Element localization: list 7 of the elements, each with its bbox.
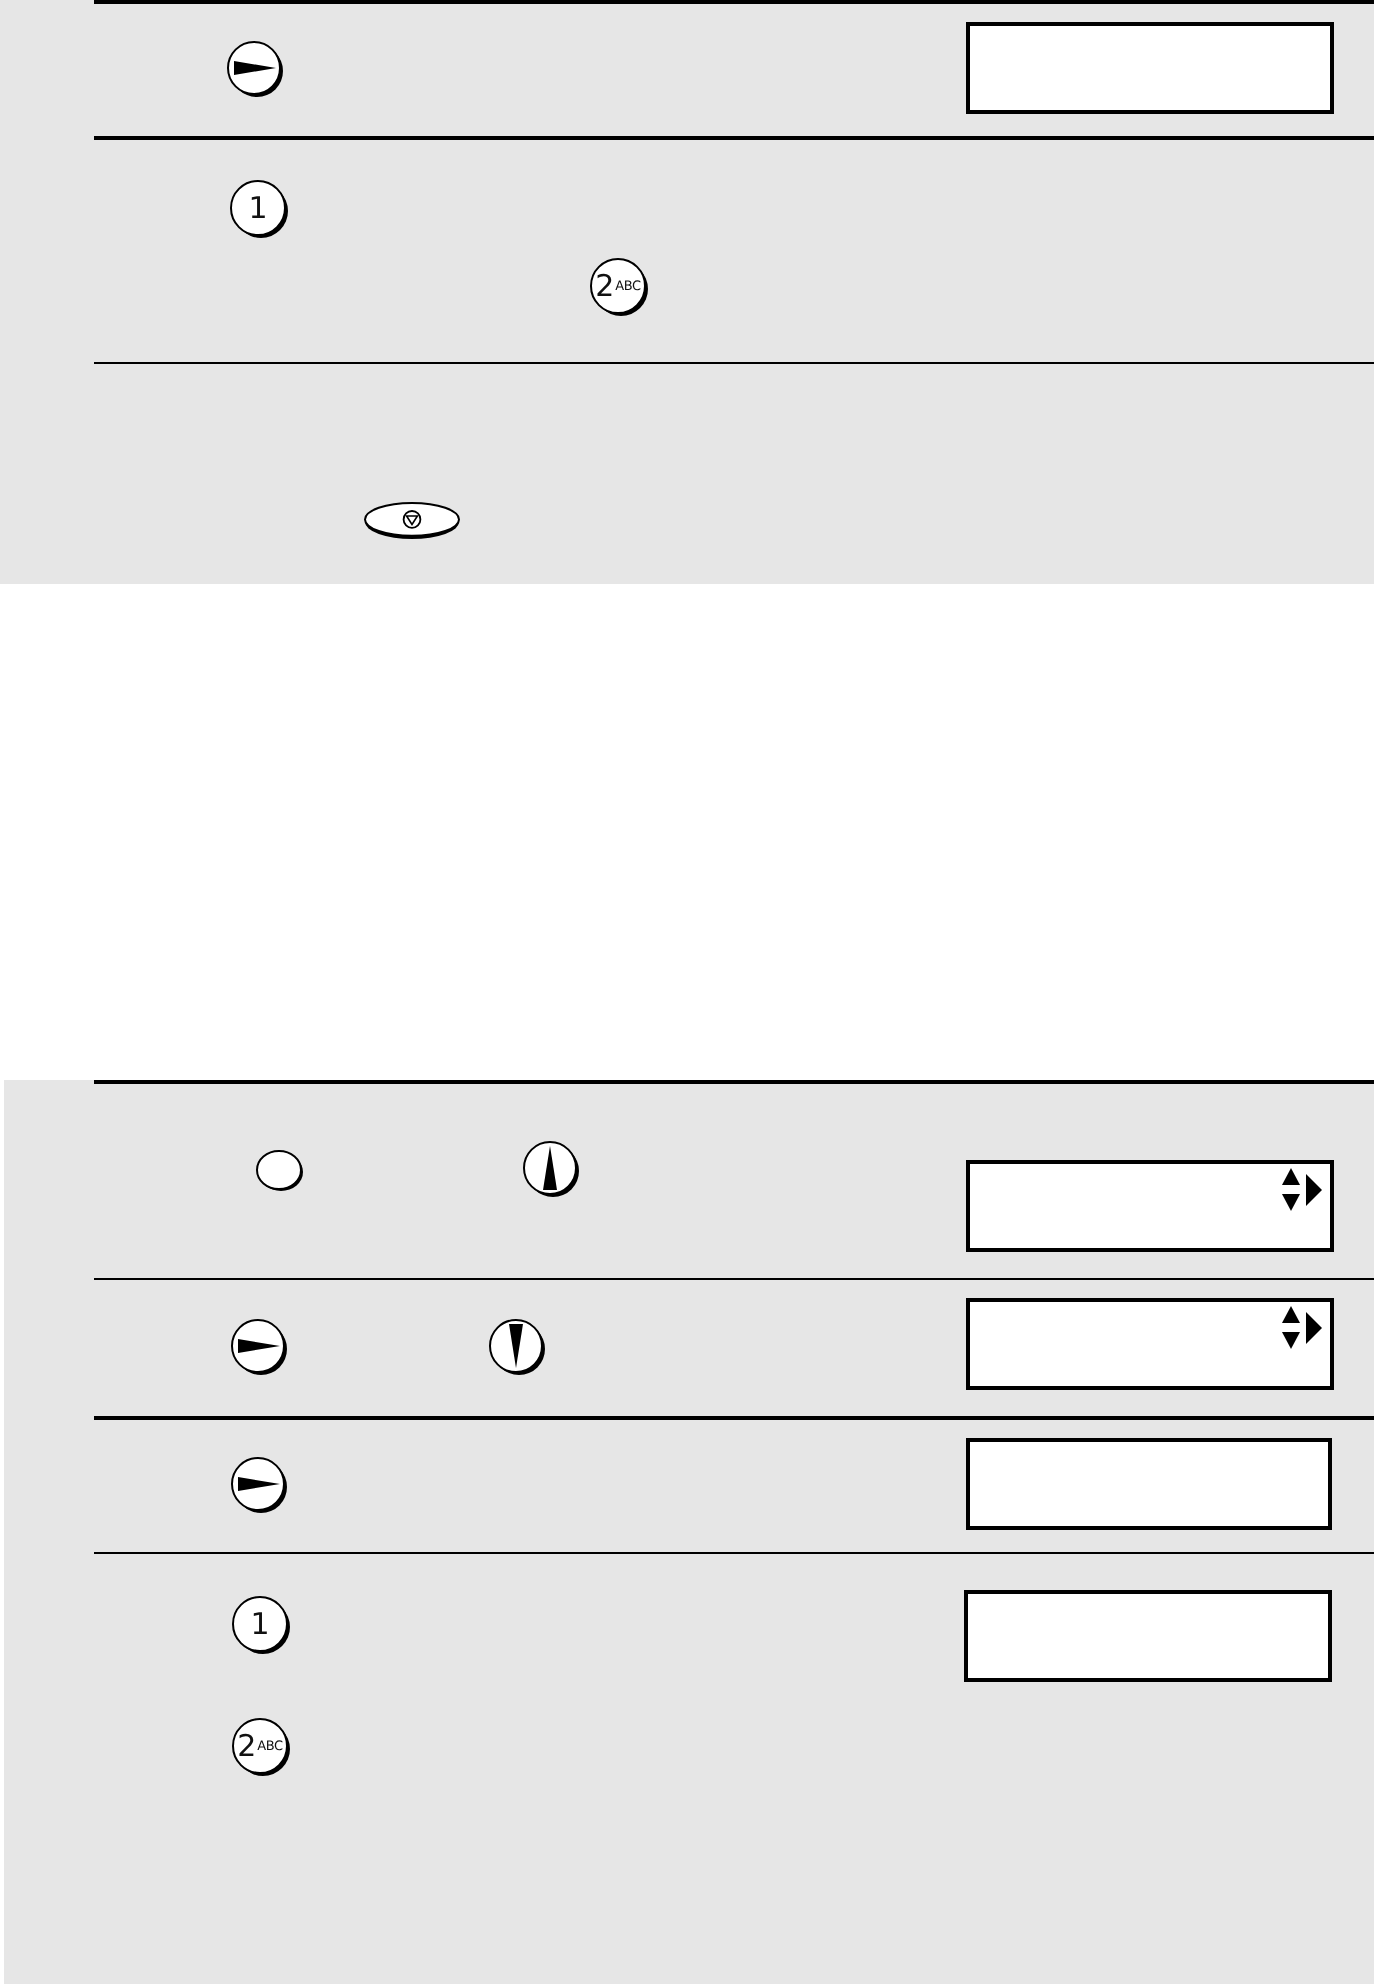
lcd-display (966, 1438, 1332, 1530)
number-key: 1 (230, 180, 290, 240)
lcd-display (966, 22, 1334, 114)
number-key: 1 (232, 1596, 292, 1656)
lcd-display (966, 1160, 1334, 1252)
lcd-display (966, 1298, 1334, 1390)
lcd-display (964, 1590, 1332, 1682)
